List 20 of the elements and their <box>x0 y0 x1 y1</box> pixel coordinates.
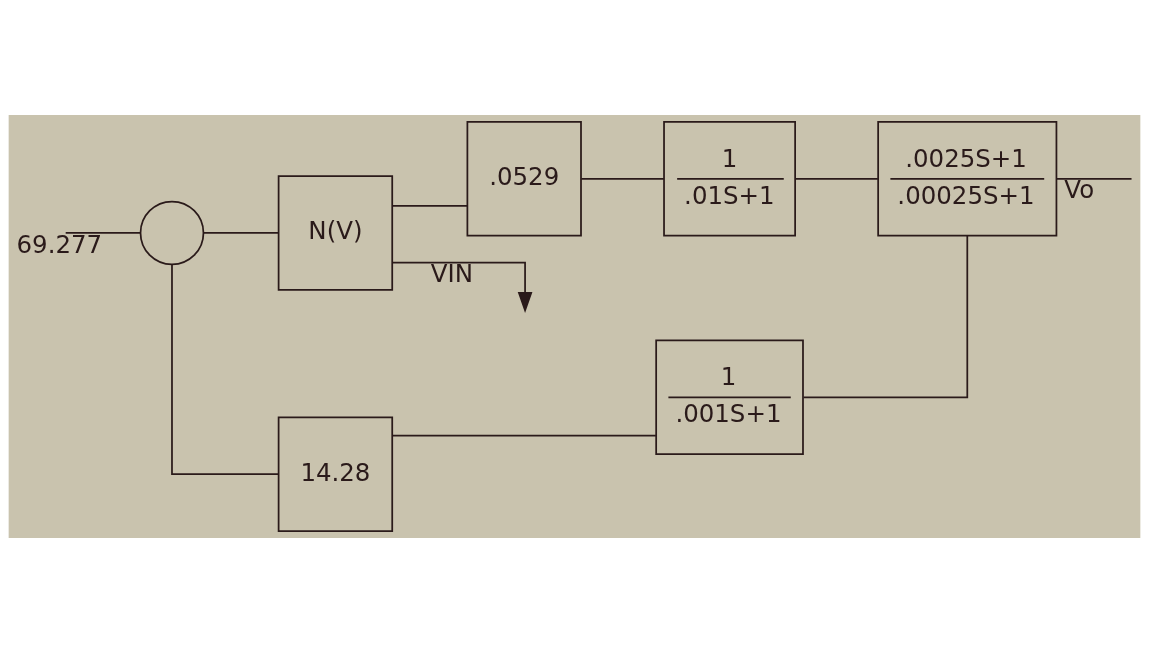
connector <box>802 234 969 399</box>
connector <box>580 177 665 180</box>
connector <box>202 232 280 234</box>
arrow <box>391 261 533 314</box>
node-box: 14.28 <box>277 416 394 532</box>
node-box: N(V) <box>277 175 394 291</box>
connector <box>171 263 280 476</box>
connector <box>1055 177 1133 180</box>
edge-label: Vo <box>1064 175 1095 205</box>
connector <box>391 205 469 207</box>
connector <box>391 434 657 437</box>
connector <box>794 177 879 180</box>
edge-label: VIN <box>430 259 474 289</box>
node-box: 1 .01S+1 <box>663 121 796 237</box>
node-box: 1 .001S+1 <box>655 339 804 455</box>
node-circle <box>139 200 205 266</box>
node-box: .0025S+1 .00025S+1 <box>877 121 1058 237</box>
connector <box>64 232 142 234</box>
node-box: .0529 <box>466 121 582 237</box>
edge-label: 69.277 <box>16 229 103 259</box>
